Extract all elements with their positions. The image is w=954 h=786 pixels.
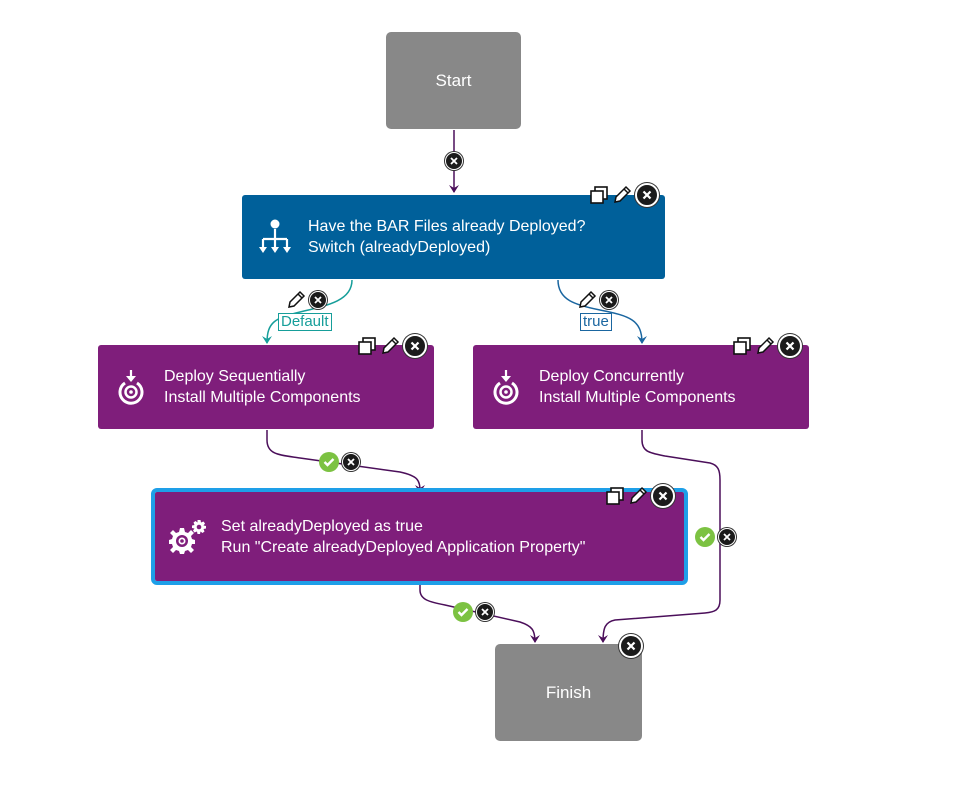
finish-node-tools bbox=[619, 634, 643, 658]
switch-subtitle: Switch (alreadyDeployed) bbox=[308, 239, 491, 256]
edge-switch-to-deploy-concurrently[interactable] bbox=[557, 279, 647, 344]
delete-edge-button[interactable] bbox=[309, 291, 327, 309]
edge-controls-start-switch bbox=[445, 152, 463, 170]
deploy-concurrently-node[interactable]: Deploy Concurrently Install Multiple Com… bbox=[473, 345, 809, 429]
pencil-icon[interactable] bbox=[612, 185, 632, 205]
pencil-icon[interactable] bbox=[628, 486, 648, 506]
edge-label-default[interactable]: Default bbox=[278, 313, 332, 331]
deploy-sequentially-tools bbox=[357, 334, 427, 358]
delete-edge-button[interactable] bbox=[476, 603, 494, 621]
switch-node-tools bbox=[589, 183, 659, 207]
pencil-icon[interactable] bbox=[755, 336, 775, 356]
delete-edge-button[interactable] bbox=[718, 528, 736, 546]
duplicate-icon[interactable] bbox=[605, 486, 625, 506]
close-icon bbox=[314, 296, 322, 304]
install-components-icon bbox=[98, 369, 164, 405]
set-property-title: Set alreadyDeployed as true bbox=[221, 517, 423, 535]
deploy-concurrently-tools bbox=[732, 334, 802, 358]
edge-controls-default bbox=[286, 290, 327, 310]
close-icon bbox=[658, 491, 668, 501]
edge-switch-to-deploy-sequentially[interactable] bbox=[262, 279, 353, 344]
delete-node-button[interactable] bbox=[403, 334, 427, 358]
pencil-icon[interactable] bbox=[577, 290, 597, 310]
close-icon bbox=[605, 296, 613, 304]
edge-deploy-concurrently-to-finish[interactable] bbox=[598, 430, 721, 643]
duplicate-icon[interactable] bbox=[589, 185, 609, 205]
deploy-concurrently-title: Deploy Concurrently bbox=[539, 368, 684, 385]
deploy-concurrently-subtitle: Install Multiple Components bbox=[539, 389, 736, 406]
switch-tree-icon bbox=[242, 219, 308, 255]
set-property-node[interactable]: Set alreadyDeployed as true Run "Create … bbox=[151, 488, 688, 585]
close-icon bbox=[785, 341, 795, 351]
checkmark-icon bbox=[699, 533, 711, 542]
close-icon bbox=[723, 533, 731, 541]
delete-node-button[interactable] bbox=[651, 484, 675, 508]
checkmark-icon bbox=[323, 458, 335, 467]
edge-set-property-to-finish[interactable] bbox=[419, 582, 540, 643]
switch-title: Have the BAR Files already Deployed? bbox=[308, 218, 586, 235]
success-condition-button[interactable] bbox=[695, 527, 715, 547]
start-label: Start bbox=[435, 70, 472, 90]
set-property-tools bbox=[605, 484, 675, 508]
success-condition-button[interactable] bbox=[319, 452, 339, 472]
finish-node[interactable]: Finish bbox=[495, 644, 642, 741]
close-icon bbox=[481, 608, 489, 616]
gears-icon bbox=[155, 519, 221, 555]
close-icon bbox=[450, 157, 458, 165]
edge-controls-set-to-finish bbox=[453, 602, 494, 622]
duplicate-icon[interactable] bbox=[732, 336, 752, 356]
delete-node-button[interactable] bbox=[635, 183, 659, 207]
close-icon bbox=[410, 341, 420, 351]
edge-controls-con-to-finish bbox=[695, 527, 736, 547]
start-node[interactable]: Start bbox=[386, 32, 521, 129]
edge-controls-true bbox=[577, 290, 618, 310]
delete-node-button[interactable] bbox=[778, 334, 802, 358]
checkmark-icon bbox=[457, 608, 469, 617]
set-property-subtitle: Run "Create alreadyDeployed Application … bbox=[221, 538, 586, 556]
switch-node[interactable]: Have the BAR Files already Deployed? Swi… bbox=[242, 195, 665, 279]
finish-label: Finish bbox=[545, 682, 592, 702]
deploy-sequentially-title: Deploy Sequentially bbox=[164, 368, 306, 385]
edge-label-true[interactable]: true bbox=[580, 313, 612, 331]
delete-edge-button[interactable] bbox=[600, 291, 618, 309]
edge-controls-seq-to-set bbox=[319, 452, 360, 472]
pencil-icon[interactable] bbox=[380, 336, 400, 356]
install-components-icon bbox=[473, 369, 539, 405]
close-icon bbox=[347, 458, 355, 466]
close-icon bbox=[642, 190, 652, 200]
deploy-sequentially-subtitle: Install Multiple Components bbox=[164, 389, 361, 406]
duplicate-icon[interactable] bbox=[357, 336, 377, 356]
edge-deploy-sequentially-to-set-property[interactable] bbox=[266, 430, 425, 493]
delete-edge-button[interactable] bbox=[445, 152, 463, 170]
delete-edge-button[interactable] bbox=[342, 453, 360, 471]
close-icon bbox=[626, 641, 636, 651]
success-condition-button[interactable] bbox=[453, 602, 473, 622]
pencil-icon[interactable] bbox=[286, 290, 306, 310]
deploy-sequentially-node[interactable]: Deploy Sequentially Install Multiple Com… bbox=[98, 345, 434, 429]
delete-node-button[interactable] bbox=[619, 634, 643, 658]
